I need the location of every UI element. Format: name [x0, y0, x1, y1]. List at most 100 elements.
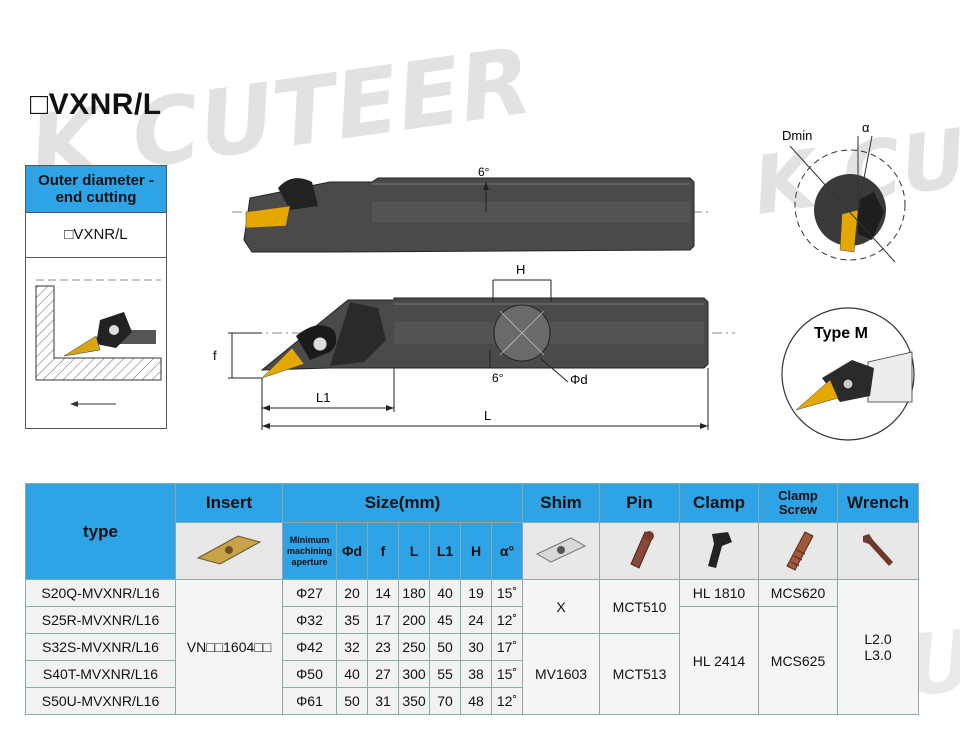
- cell-H: 24: [460, 606, 492, 634]
- header-clamp: Clamp: [679, 483, 760, 523]
- cell-wrench: L2.0 L3.0: [837, 579, 920, 715]
- cell-L: 300: [398, 660, 430, 688]
- wrench-icon: [863, 533, 894, 566]
- clamp-icon: [708, 531, 733, 568]
- cell-H: 30: [460, 633, 492, 661]
- col-H: H: [460, 522, 492, 580]
- cell-min-ap: Φ27: [282, 579, 337, 607]
- insert-icon: [196, 534, 262, 565]
- cell-type: S40T-MVXNR/L16: [25, 660, 176, 688]
- table-row: S20Q-MVXNR/L16 VN□□1604□□ Φ27 20 14 180 …: [25, 579, 920, 715]
- cell-L1: 45: [429, 606, 461, 634]
- dim-L-label: L: [484, 408, 491, 423]
- cell-H: 48: [460, 687, 492, 715]
- cell-H: 19: [460, 579, 492, 607]
- dmin-detail-drawing: Dmin α: [782, 120, 906, 263]
- cell-f: 31: [367, 687, 399, 715]
- header-insert: Insert: [175, 483, 283, 523]
- clamp-screw-image-cell: [758, 522, 839, 580]
- side-machining-diagram: [35, 279, 162, 407]
- cell-type: S25R-MVXNR/L16: [25, 606, 176, 634]
- side-model-label: □VXNR/L: [26, 212, 166, 258]
- col-f: f: [367, 522, 399, 580]
- table-row: S32S-MVXNR/L16 Φ42 32 23 250 50 30 17˚ M…: [25, 633, 919, 715]
- wrench-value: L2.0: [864, 631, 892, 647]
- cell-L1: 70: [429, 687, 461, 715]
- tool-drawings: 6° H Φd 6° f L1: [213, 120, 915, 441]
- cell-f: 17: [367, 606, 399, 634]
- cell-f: 23: [367, 633, 399, 661]
- header-size: Size(mm): [281, 483, 524, 523]
- cell-type: S20Q-MVXNR/L16: [25, 579, 176, 607]
- header-wrench: Wrench: [837, 483, 920, 523]
- cell-clamp: HL 1810: [679, 579, 760, 607]
- cell-pin: MCT513: [599, 633, 681, 715]
- cell-f: 27: [367, 660, 399, 688]
- cell-L: 350: [398, 687, 430, 715]
- clamp-image-cell: [679, 522, 760, 580]
- side-view-drawing: H Φd 6° f L1 L: [213, 262, 735, 430]
- cell-d: 32: [336, 633, 368, 661]
- pin-icon: [629, 530, 654, 569]
- header-shim: Shim: [522, 483, 601, 523]
- shim-image-cell: [522, 522, 601, 580]
- cell-d: 50: [336, 687, 368, 715]
- angle-top-label: 6°: [478, 165, 490, 179]
- cell-L1: 40: [429, 579, 461, 607]
- side-header: Outer diameter -end cutting: [26, 166, 166, 212]
- page-title: □VXNR/L: [30, 88, 162, 121]
- dim-H-label: H: [516, 262, 525, 277]
- cell-shim: X: [522, 579, 601, 634]
- table-row: S25R-MVXNR/L16 Φ32 35 17 200 45 24 12˚ H…: [25, 606, 919, 715]
- header-clamp-screw: Clamp Screw: [758, 483, 839, 523]
- col-phi-d: Φd: [336, 522, 368, 580]
- insert-image-cell: [175, 522, 283, 580]
- wrench-value: L3.0: [864, 647, 892, 663]
- header-pin: Pin: [599, 483, 681, 523]
- cell-L1: 55: [429, 660, 461, 688]
- cell-min-ap: Φ50: [282, 660, 337, 688]
- col-L1: L1: [429, 522, 461, 580]
- cell-type: S50U-MVXNR/L16: [25, 687, 176, 715]
- shim-icon: [535, 536, 587, 563]
- angle-bottom-label: 6°: [492, 371, 504, 385]
- cell-type: S32S-MVXNR/L16: [25, 633, 176, 661]
- dim-phi-d-label: Φd: [570, 372, 588, 387]
- side-info-box: Outer diameter -end cutting □VXNR/L: [25, 165, 167, 429]
- cell-min-ap: Φ61: [282, 687, 337, 715]
- cell-clamp-screw: MCS620: [758, 579, 839, 607]
- col-min-aperture: Minimum machining aperture: [282, 522, 337, 580]
- cell-pin: MCT510: [599, 579, 681, 634]
- type-m-detail-drawing: Type M: [781, 307, 915, 441]
- dim-f-label: f: [213, 348, 217, 363]
- screw-icon: [786, 530, 814, 571]
- spec-table: type Insert Size(mm) Shim Pin Clamp Clam…: [25, 483, 920, 715]
- cell-L: 200: [398, 606, 430, 634]
- cell-clamp: HL 2414: [679, 606, 760, 715]
- cell-H: 38: [460, 660, 492, 688]
- type-m-label: Type M: [814, 325, 868, 342]
- cell-L: 180: [398, 579, 430, 607]
- cell-d: 40: [336, 660, 368, 688]
- cell-min-ap: Φ42: [282, 633, 337, 661]
- table-row: S40T-MVXNR/L16 Φ50 40 27 300 55 38 15˚: [25, 660, 919, 688]
- cell-min-ap: Φ32: [282, 606, 337, 634]
- cell-f: 14: [367, 579, 399, 607]
- cell-alpha: 15˚: [490, 579, 524, 607]
- cell-shim: MV1603: [522, 633, 601, 715]
- dim-L1-label: L1: [316, 390, 330, 405]
- cell-alpha: 17˚: [490, 633, 524, 661]
- cell-alpha: 12˚: [490, 687, 524, 715]
- dim-Dmin-label: Dmin: [782, 128, 812, 143]
- cell-d: 35: [336, 606, 368, 634]
- cell-clamp-screw: MCS625: [758, 606, 839, 715]
- cell-L1: 50: [429, 633, 461, 661]
- cell-insert: VN□□1604□□: [175, 579, 283, 715]
- pin-image-cell: [599, 522, 681, 580]
- cell-L: 250: [398, 633, 430, 661]
- header-type: type: [25, 483, 176, 580]
- table-row: S50U-MVXNR/L16 Φ61 50 31 350 70 48 12˚: [25, 687, 919, 715]
- cell-alpha: 12˚: [490, 606, 524, 634]
- col-L: L: [398, 522, 430, 580]
- dim-alpha-label: α: [862, 120, 870, 135]
